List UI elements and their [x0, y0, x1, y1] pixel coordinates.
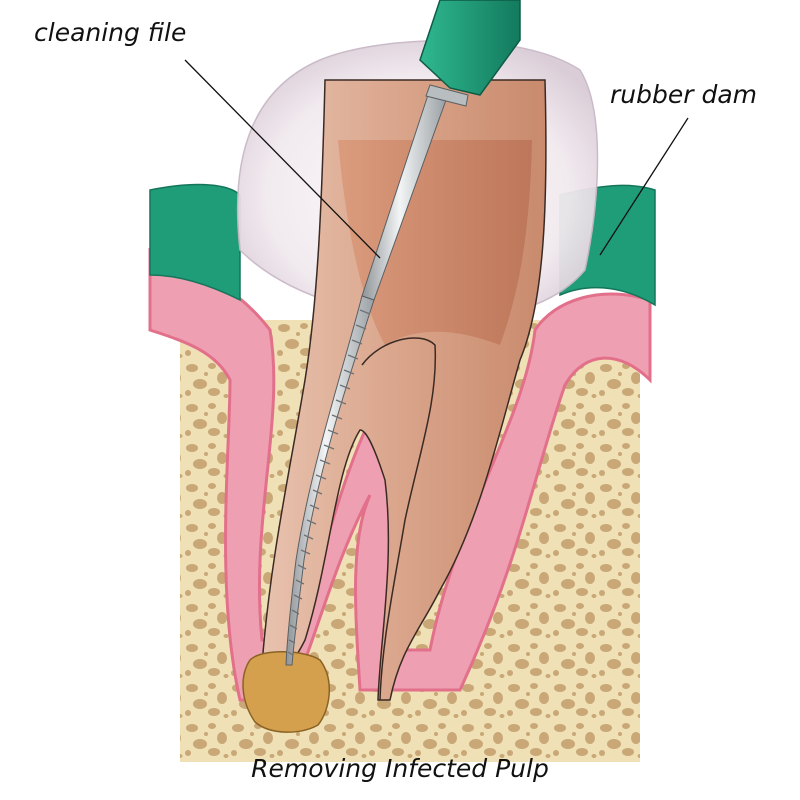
pulp-canal-outline: [361, 337, 437, 701]
label-rubber-dam: rubber dam: [610, 80, 758, 109]
figure-caption: Removing Infected Pulp: [251, 754, 549, 783]
file-handle: [419, 0, 521, 96]
pulp-chamber: [338, 140, 532, 345]
leader-line-rubber-dam: [599, 117, 689, 256]
file-collar: [425, 84, 469, 107]
label-cleaning-file: cleaning file: [34, 18, 187, 47]
file-grooves: [287, 309, 371, 656]
rubber-dam-sheet: [149, 183, 241, 302]
leader-line-cleaning-file: [184, 59, 381, 259]
infected-tissue: [242, 651, 331, 733]
